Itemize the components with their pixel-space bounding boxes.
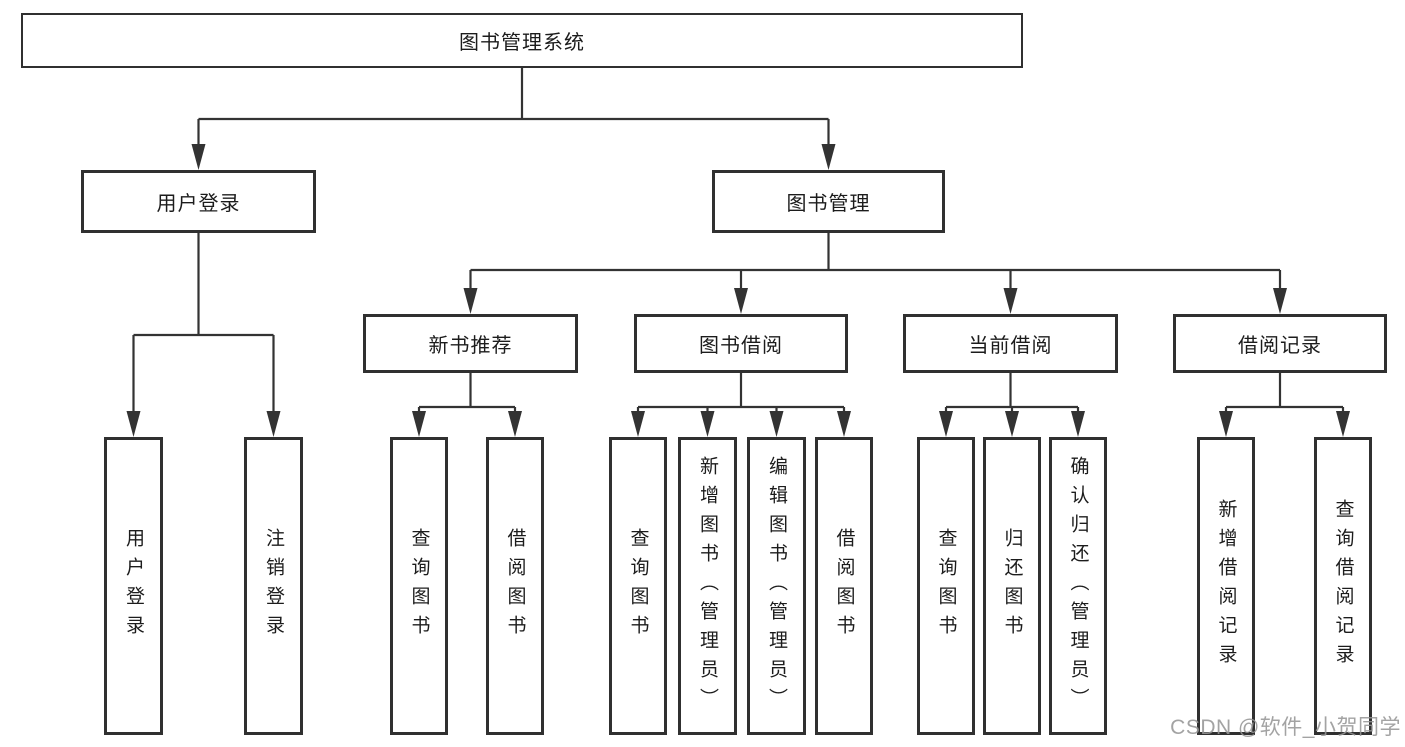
node-borrowing-records: 借阅记录 <box>1173 314 1387 373</box>
node-book-management: 图书管理 <box>712 170 945 233</box>
node-logout-leaf: 注销登录 <box>244 437 303 735</box>
node-query-books-recommend: 查询图书 <box>390 437 448 735</box>
node-query-books-borrowing: 查询图书 <box>609 437 667 735</box>
node-label: 当前借阅 <box>968 335 1053 357</box>
node-label: 查询图书 <box>408 528 430 644</box>
node-label: 借阅图书 <box>833 528 855 644</box>
node-query-books-current: 查询图书 <box>917 437 975 735</box>
node-add-borrow-record: 新增借阅记录 <box>1197 437 1255 735</box>
node-library-system: 图书管理系统 <box>21 13 1023 68</box>
node-label: 借阅记录 <box>1238 335 1322 357</box>
watermark: CSDN @软件_小贺同学 <box>1170 716 1401 739</box>
node-label: 编辑图书︵管理员︶ <box>766 455 787 717</box>
node-current-borrowing: 当前借阅 <box>903 314 1118 373</box>
node-borrow-books-borrowing: 借阅图书 <box>815 437 873 735</box>
node-label: 确认归还︵管理员︶ <box>1067 455 1089 717</box>
node-label: 借阅图书 <box>504 528 526 644</box>
node-label: 查询图书 <box>935 528 957 644</box>
node-label: 图书管理系统 <box>459 32 585 54</box>
node-return-books: 归还图书 <box>983 437 1041 735</box>
node-label: 归还图书 <box>1001 528 1023 644</box>
node-label: 查询图书 <box>627 528 649 644</box>
node-label: 新增借阅记录 <box>1215 499 1237 673</box>
node-book-borrowing: 图书借阅 <box>634 314 848 373</box>
node-edit-books-admin: 编辑图书︵管理员︶ <box>747 437 806 735</box>
node-label: 用户登录 <box>156 193 241 215</box>
node-query-borrow-record: 查询借阅记录 <box>1314 437 1372 735</box>
node-label: 注销登录 <box>263 528 284 644</box>
node-confirm-return-admin: 确认归还︵管理员︶ <box>1049 437 1107 735</box>
node-new-book-recommend: 新书推荐 <box>363 314 578 373</box>
node-label: 用户登录 <box>123 528 144 644</box>
node-label: 图书管理 <box>786 193 871 215</box>
node-add-books-admin: 新增图书︵管理员︶ <box>678 437 737 735</box>
node-label: 新增图书︵管理员︶ <box>697 455 718 717</box>
arrowheads <box>126 144 1350 437</box>
node-user-login-leaf: 用户登录 <box>104 437 163 735</box>
node-label: 新书推荐 <box>428 335 513 357</box>
node-borrow-books-recommend: 借阅图书 <box>486 437 544 735</box>
node-user-login: 用户登录 <box>81 170 316 233</box>
node-label: 查询借阅记录 <box>1332 499 1354 673</box>
node-label: 图书借阅 <box>699 335 783 357</box>
